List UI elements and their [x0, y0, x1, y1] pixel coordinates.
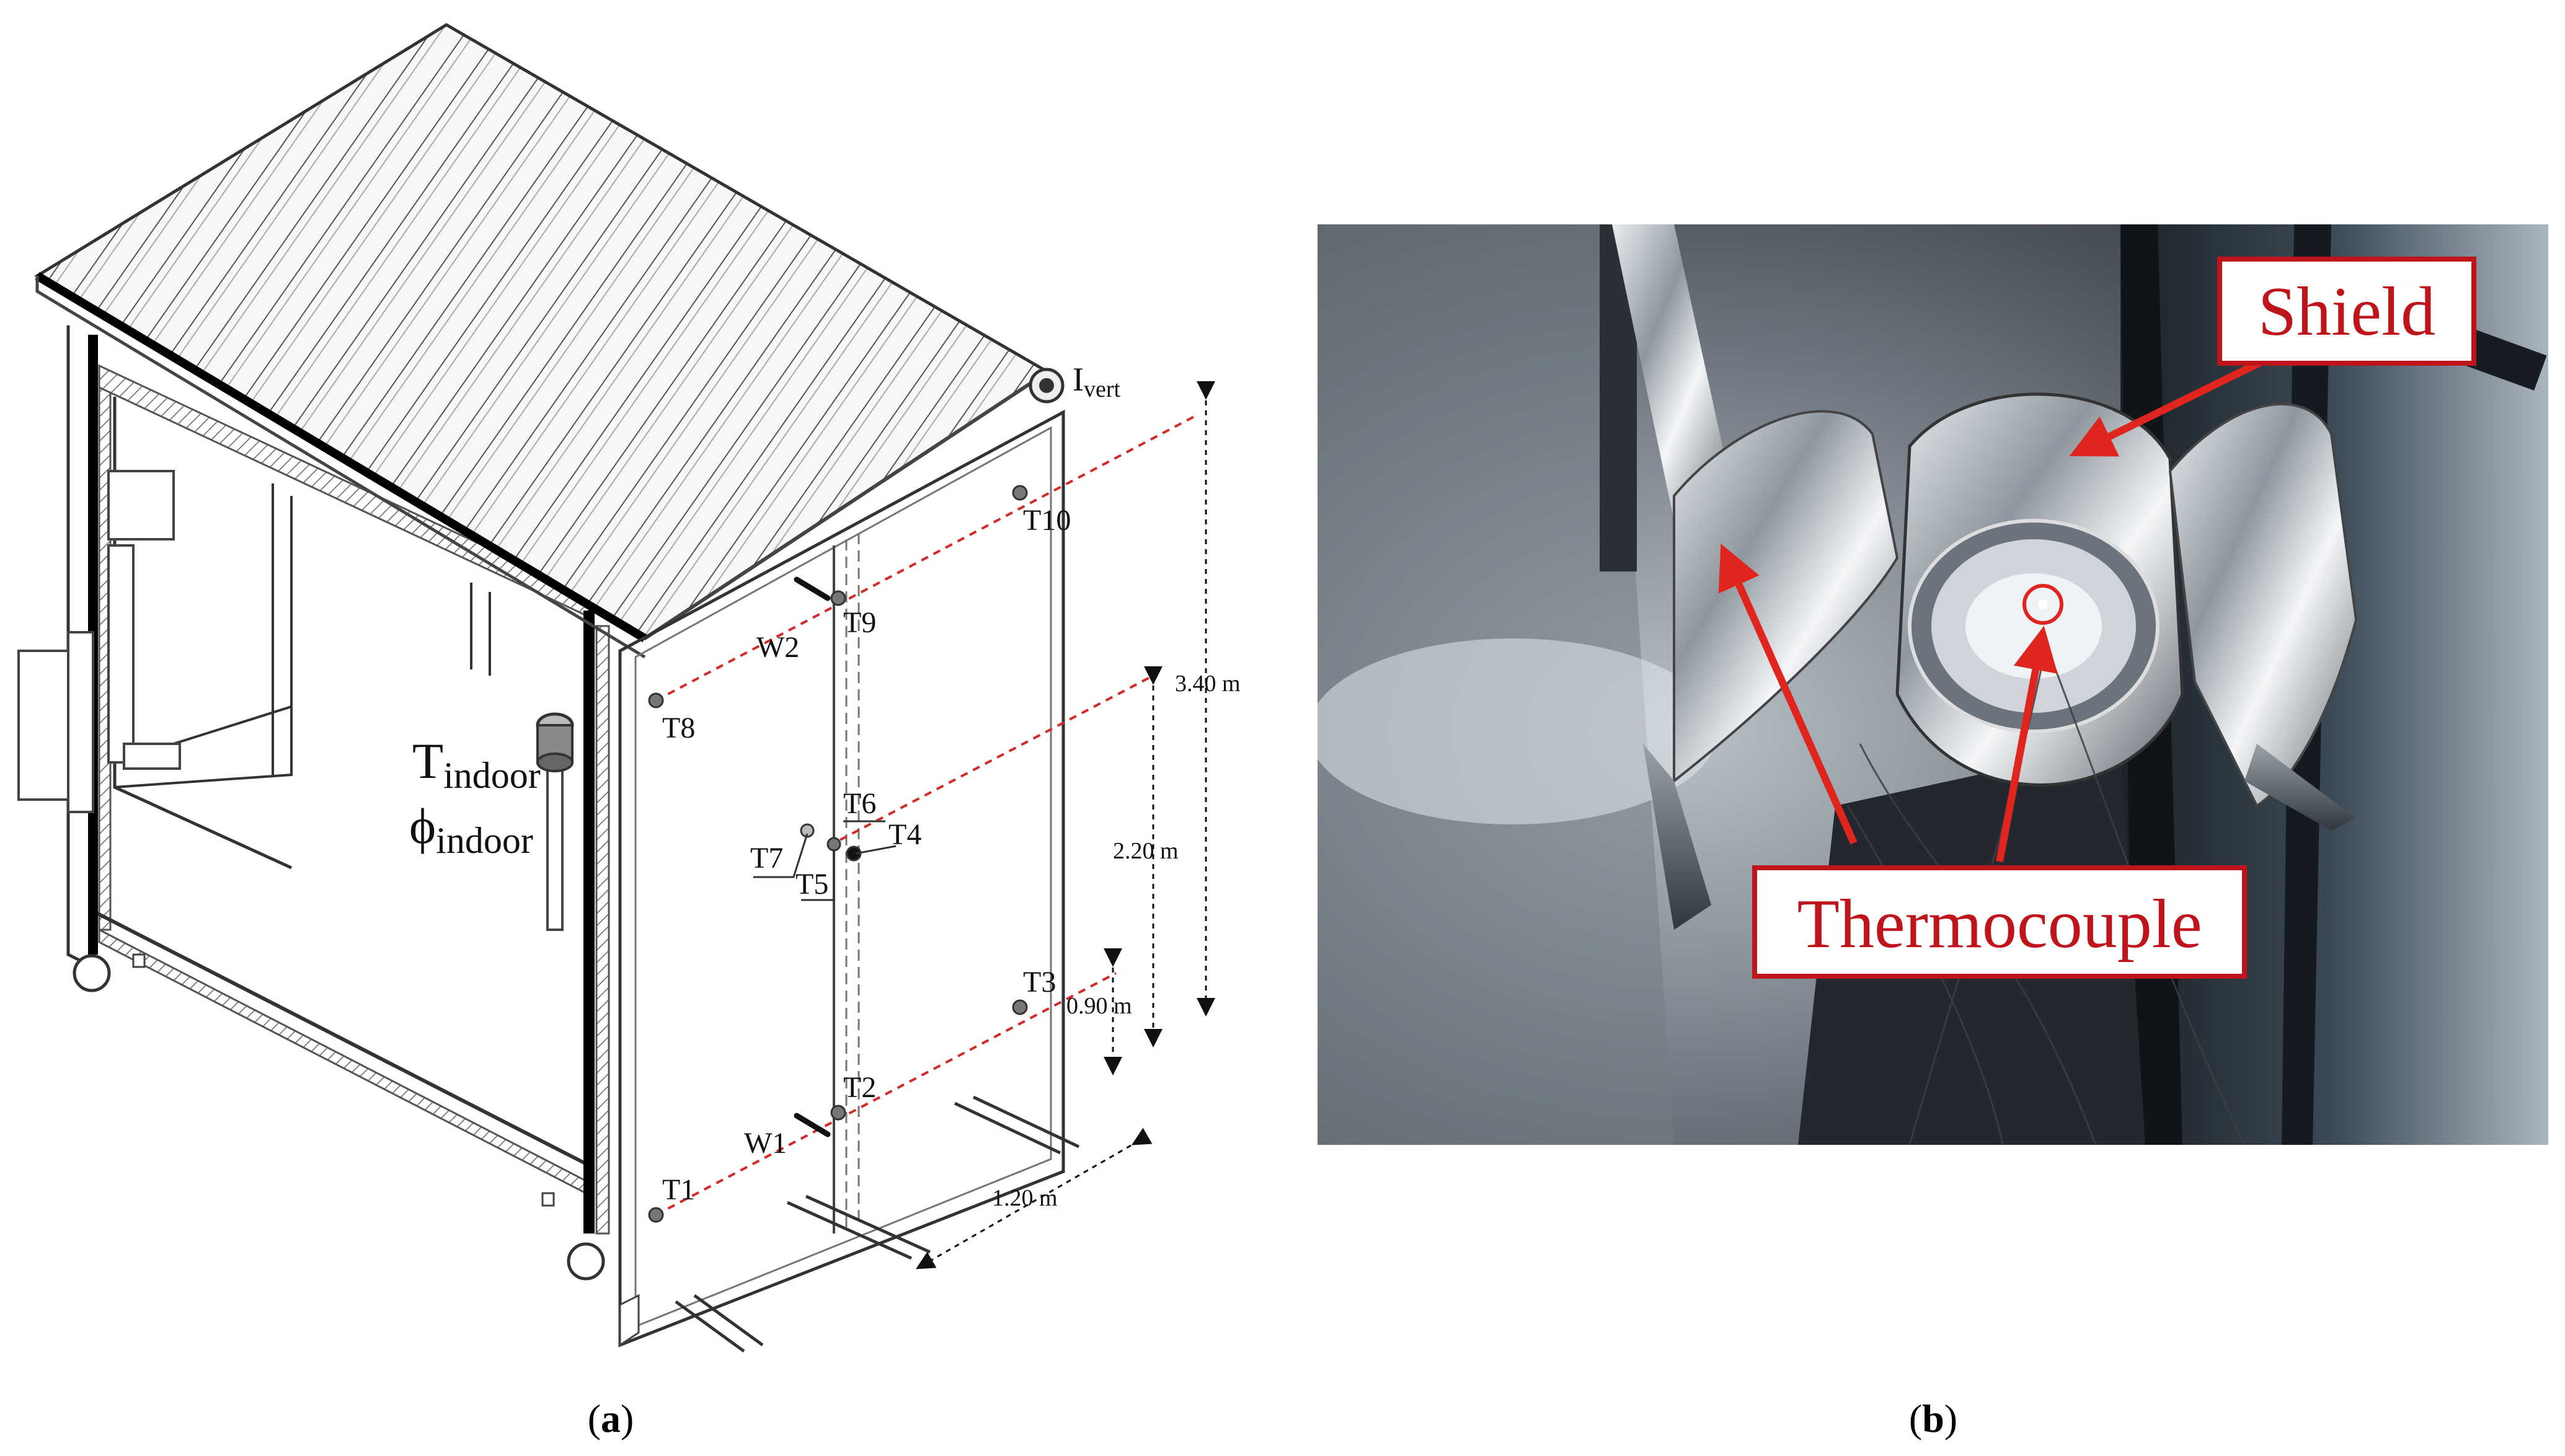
caption-a: (a)	[588, 1396, 634, 1441]
sensor-t2-dot	[830, 1105, 846, 1121]
panel-a-drawing: T1 T2 T3 T4 T5 T6 T7 T8 T9 T10 W1 W2 Ive…	[17, 23, 1241, 1353]
sensor-markers	[648, 485, 1028, 1223]
test-cell-structure	[17, 325, 610, 1281]
shield-label-box	[2217, 257, 2476, 366]
sensor-t9-dot	[830, 590, 846, 606]
caption-a-close: )	[621, 1396, 634, 1441]
caption-a-open: (	[588, 1396, 601, 1441]
label-t-indoor-main: T	[412, 733, 443, 789]
label-w1: W1	[744, 1127, 787, 1160]
label-t-indoor: Tindoor	[412, 733, 541, 796]
sensor-t3-dot	[1012, 999, 1028, 1015]
caption-b-open: (	[1909, 1396, 1922, 1441]
anemometer-markers	[794, 576, 831, 1137]
shield-label: Shield	[2258, 273, 2435, 350]
dim-090-label: 0.90 m	[1066, 993, 1132, 1019]
leader-lines	[753, 820, 897, 901]
thermocouple-label-box	[1752, 865, 2247, 979]
sensor-t1-dot	[648, 1207, 664, 1223]
label-t6: T6	[843, 787, 876, 820]
label-w2: W2	[756, 631, 799, 664]
caption-a-letter: a	[601, 1396, 621, 1441]
label-t7: T7	[750, 842, 783, 875]
label-t-indoor-sub: indoor	[443, 755, 541, 796]
panel-b-photo: Shield Thermocouple	[1318, 224, 2548, 1145]
sensor-w2-stick	[794, 576, 831, 601]
dimension-lines	[915, 381, 1215, 1269]
label-t5: T5	[795, 868, 828, 901]
label-t2: T2	[843, 1071, 876, 1104]
label-ivert-main: I	[1073, 361, 1084, 398]
label-t10: T10	[1023, 504, 1071, 537]
label-t1: T1	[662, 1173, 695, 1206]
thermocouple-marker	[2022, 584, 2063, 625]
thermocouple-label: Thermocouple	[1797, 886, 2202, 963]
label-t3: T3	[1023, 966, 1056, 999]
indoor-sensor-icon	[536, 712, 574, 931]
label-t9: T9	[843, 606, 876, 639]
label-ivert-sub: vert	[1084, 376, 1121, 402]
caption-b-letter: b	[1922, 1396, 1944, 1441]
caption-b-close: )	[1944, 1396, 1957, 1441]
dimension-labels: 3.40 m 2.20 m 0.90 m 1.20 m	[992, 671, 1241, 1211]
measurement-planes	[655, 414, 1197, 1216]
sensor-t8-dot	[648, 692, 664, 708]
label-ivert: Ivert	[1073, 361, 1121, 402]
label-phi-indoor-sub: indoor	[436, 820, 533, 861]
sensor-t6-dot	[826, 837, 841, 852]
label-t4: T4	[888, 818, 921, 851]
corrugated-roof	[34, 23, 1051, 659]
label-t8: T8	[662, 712, 695, 744]
dim-340-label: 3.40 m	[1175, 671, 1241, 697]
sensor-labels: T1 T2 T3 T4 T5 T6 T7 T8 T9 T10 W1 W2 Ive…	[409, 361, 1121, 1206]
dim-120-label: 1.20 m	[992, 1185, 1058, 1211]
photo-arrows	[1718, 359, 2262, 863]
sensor-w1-stick	[794, 1113, 831, 1137]
pyranometer-icon	[1029, 368, 1065, 404]
sensor-t10-dot	[1012, 485, 1028, 501]
caption-b: (b)	[1909, 1396, 1957, 1441]
dim-220-label: 2.20 m	[1113, 838, 1179, 864]
label-phi-indoor-main: ϕ	[409, 798, 436, 854]
label-phi-indoor: ϕindoor	[409, 798, 533, 861]
